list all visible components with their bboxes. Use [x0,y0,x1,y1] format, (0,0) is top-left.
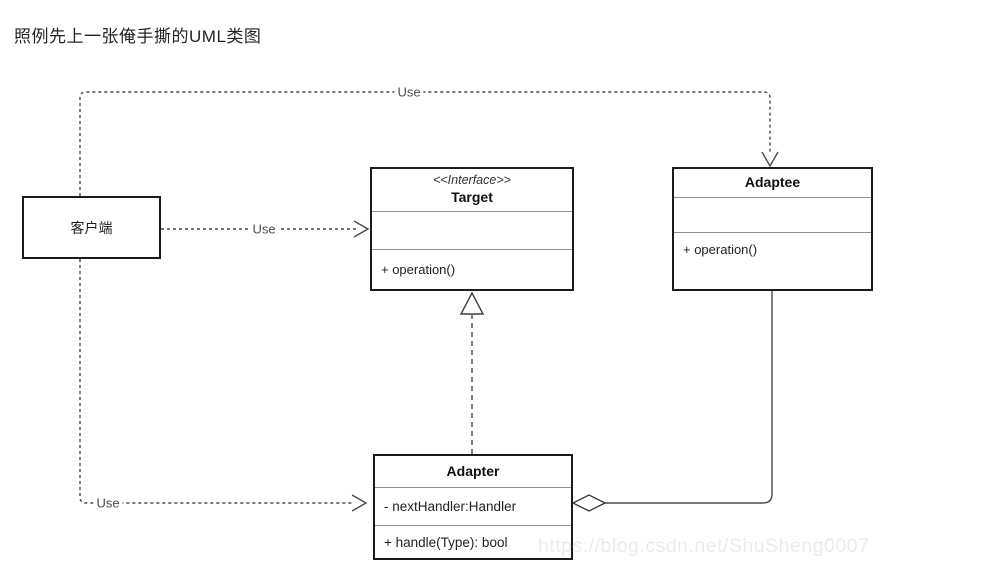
use-label-client-adapter: Use [93,496,123,510]
methods-section: + operation() [372,249,572,289]
open-arrowhead-right-icon [353,220,370,238]
uml-class-target: <<Interface>> Target + operation() [370,167,574,291]
methods-section: + handle(Type): bool [375,525,571,558]
open-arrowhead-down-icon [761,151,779,168]
class-name: Adaptee [744,174,801,191]
method-item: + handle(Type): bool [384,534,508,550]
page-title: 照例先上一张俺手撕的UML类图 [14,27,262,46]
uml-class-adaptee: Adaptee + operation() [672,167,873,291]
class-name: Target [451,189,493,206]
class-stereotype: <<Interface>> [433,173,511,188]
attributes-section [674,197,871,232]
method-item: + operation() [683,242,758,257]
watermark-text: https://blog.csdn.net/ShuSheng0007 [538,535,870,557]
class-name: Adapter [446,462,500,479]
open-arrowhead-right-icon [351,494,368,512]
dependency-line-client-adaptee [79,91,771,196]
hollow-triangle-arrowhead-icon [459,291,485,315]
class-header: Adapter [375,456,571,487]
attributes-section [372,211,572,249]
aggregation-line-adaptee-adapter [605,291,773,504]
attributes-section: - nextHandler:Handler [375,487,571,525]
uml-class-adapter: Adapter - nextHandler:Handler + handle(T… [373,454,573,560]
class-header: Adaptee [674,169,871,197]
methods-section: + operation() [674,232,871,289]
hollow-diamond-icon [571,494,607,512]
method-item: + operation() [381,262,456,277]
class-header: <<Interface>> Target [372,169,572,211]
uml-class-client: 客户端 [22,196,161,259]
use-label-client-adaptee: Use [394,85,424,99]
class-name: 客户端 [70,219,113,236]
use-label-client-target: Use [249,222,279,236]
dependency-line-client-adapter [79,259,354,504]
attribute-item: - nextHandler:Handler [384,499,517,514]
